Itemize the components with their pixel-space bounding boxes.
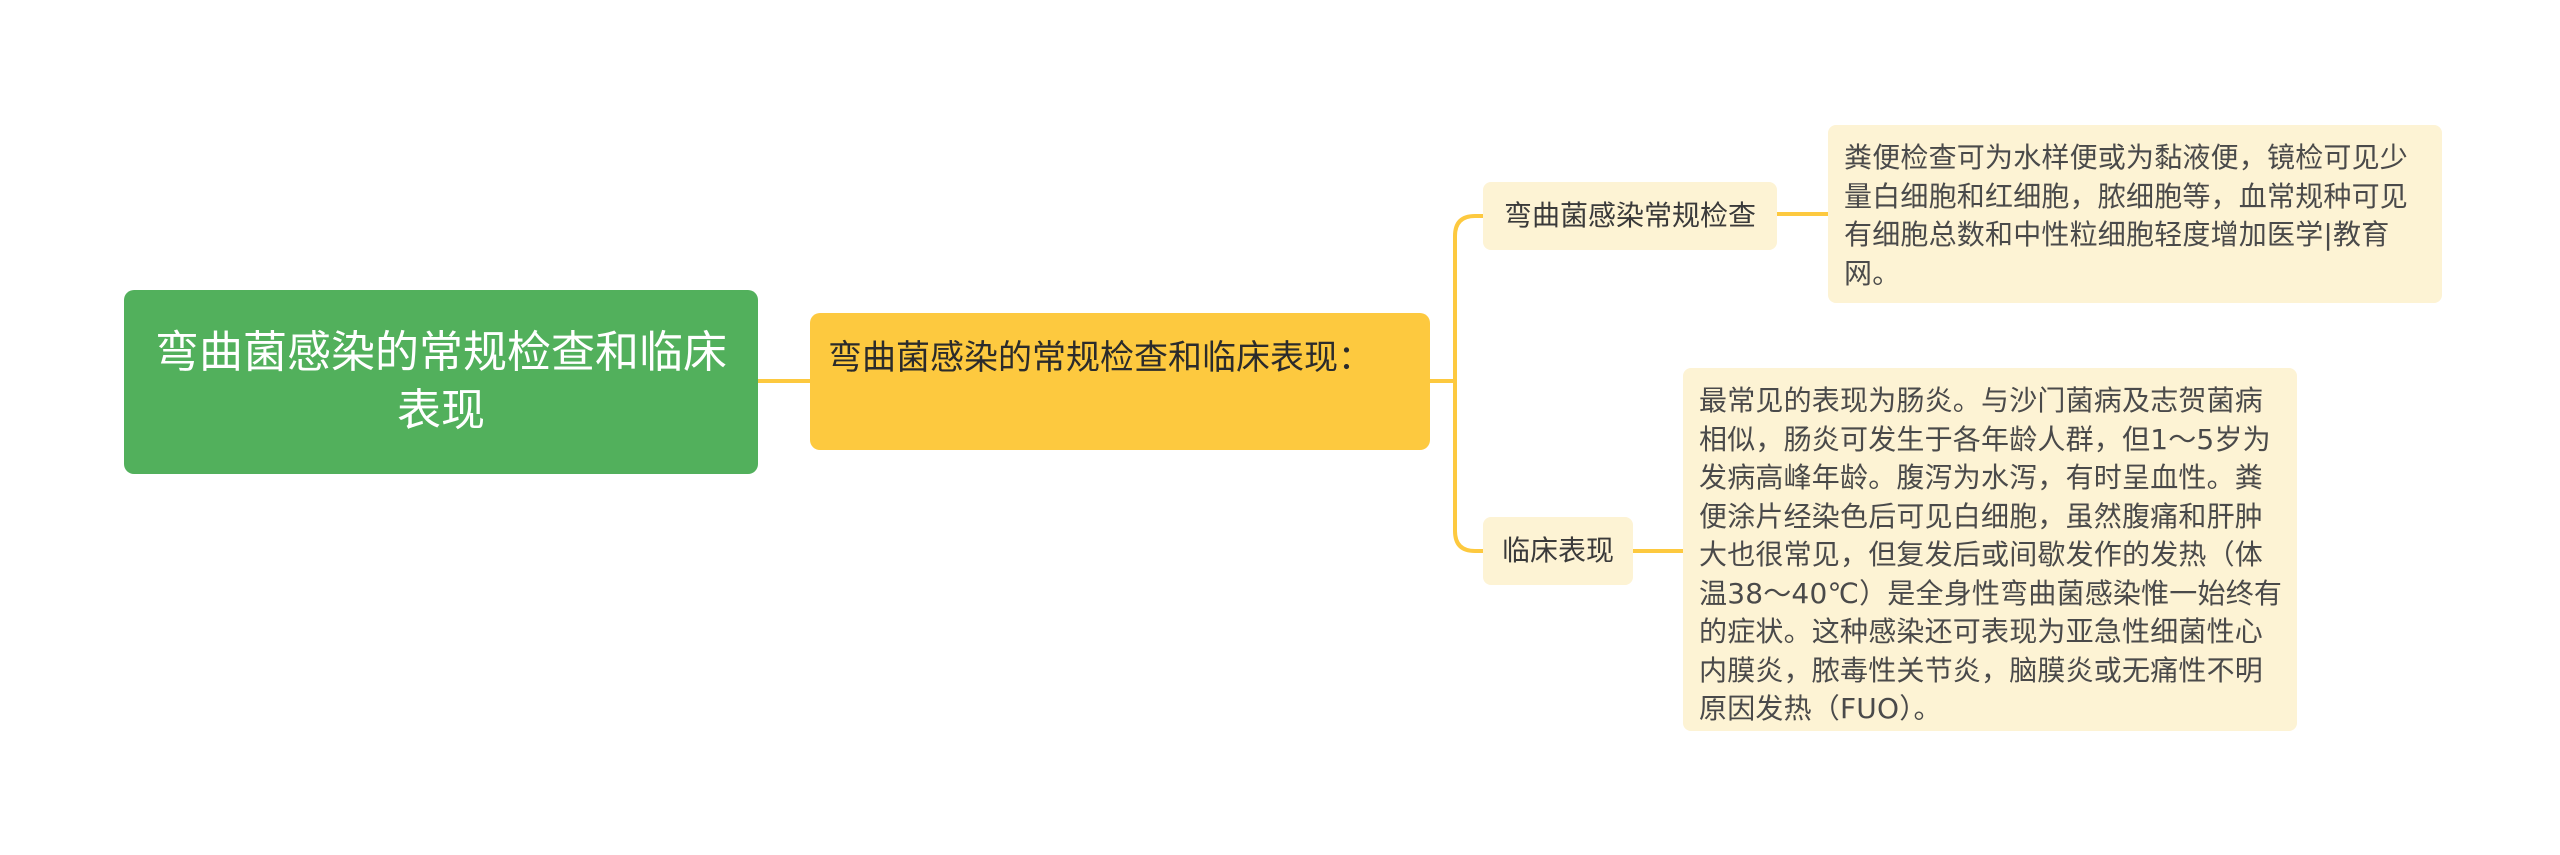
connector-spine-branch1 <box>1453 214 1483 381</box>
leaf-clinical-manifestation-text: 最常见的表现为肠炎。与沙门菌病及志贺菌病相似，肠炎可发生于各年龄人群，但1～5岁… <box>1699 384 2283 725</box>
branch-routine-exam[interactable]: 弯曲菌感染常规检查 <box>1483 182 1777 250</box>
main-topic-label: 弯曲菌感染的常规检查和临床表现： <box>828 338 1372 378</box>
branch-routine-exam-label: 弯曲菌感染常规检查 <box>1503 199 1756 232</box>
leaf-routine-exam-text: 粪便检查可为水样便或为黏液便，镜检可见少量白细胞和红细胞，脓细胞等，血常规种可见… <box>1844 141 2409 290</box>
leaf-routine-exam-detail[interactable]: 粪便检查可为水样便或为黏液便，镜检可见少量白细胞和红细胞，脓细胞等，血常规种可见… <box>1828 125 2442 303</box>
branch-clinical-manifestation-label: 临床表现 <box>1501 534 1614 567</box>
connector-spine-branch2 <box>1453 381 1483 553</box>
branch-clinical-manifestation[interactable]: 临床表现 <box>1483 517 1633 585</box>
leaf-clinical-manifestation-detail[interactable]: 最常见的表现为肠炎。与沙门菌病及志贺菌病相似，肠炎可发生于各年龄人群，但1～5岁… <box>1683 368 2297 731</box>
main-topic[interactable]: 弯曲菌感染的常规检查和临床表现： <box>810 313 1430 450</box>
root-topic-label: 弯曲菌感染的常规检查和临床表现 <box>155 327 727 436</box>
root-topic[interactable]: 弯曲菌感染的常规检查和临床表现 <box>124 290 758 474</box>
